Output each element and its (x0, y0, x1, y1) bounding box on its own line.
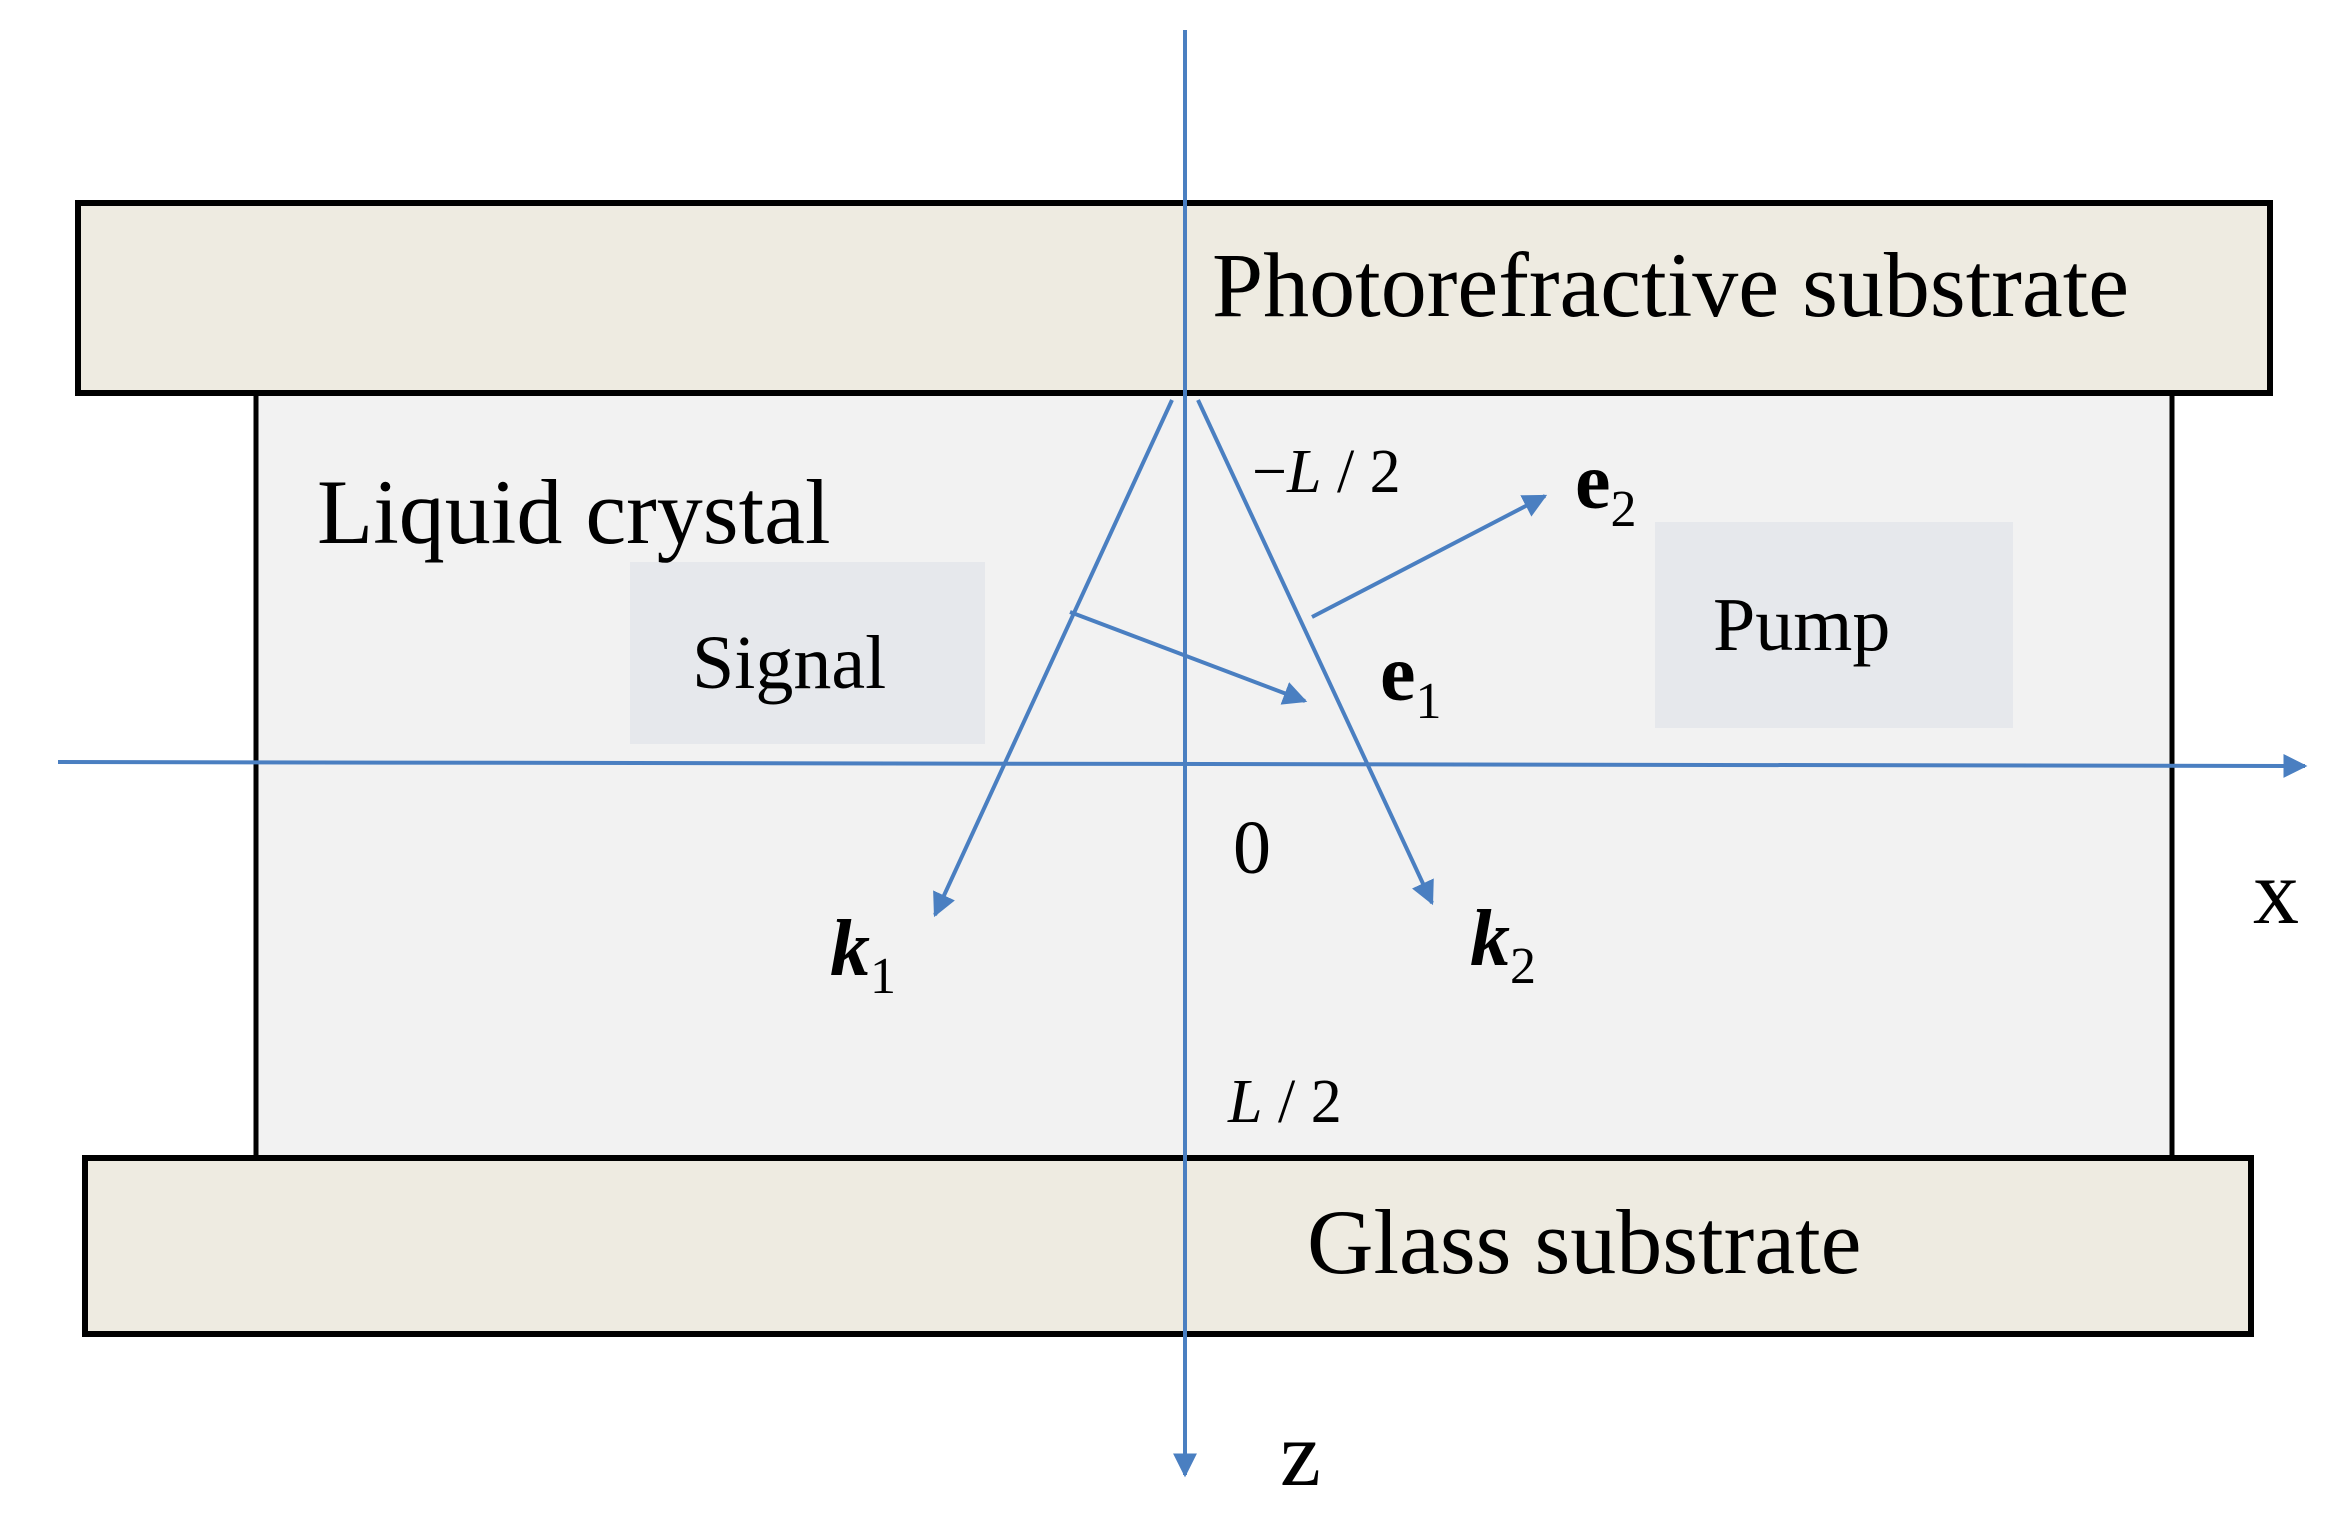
liquid-crystal-label: Liquid crystal (317, 461, 831, 563)
signal-label: Signal (692, 621, 886, 705)
x-axis-line (57, 753, 2308, 778)
k2-arrow (1196, 399, 1434, 906)
half-L-label: L / 2 (1227, 1068, 1342, 1136)
z-axis-label: z (1280, 1403, 1321, 1505)
k1-label: k1 (830, 905, 896, 1005)
e1-arrow (1069, 610, 1308, 705)
signal-box (630, 562, 985, 744)
photorefractive-substrate (75, 200, 2273, 396)
pump-box (1655, 522, 2013, 728)
k2-label: k2 (1470, 895, 1536, 995)
e2-arrow (1311, 494, 1548, 619)
origin-label: 0 (1233, 806, 1271, 890)
top-substrate-label: Photorefractive substrate (1212, 234, 2129, 336)
e2-label: e2 (1575, 438, 1637, 538)
k1-arrow (933, 399, 1174, 918)
x-axis-label: x (2253, 841, 2299, 943)
pump-label: Pump (1713, 583, 1890, 667)
bottom-substrate-label: Glass substrate (1307, 1191, 1861, 1293)
glass-substrate (82, 1155, 2254, 1337)
minus-half-L-label: −L / 2 (1252, 438, 1401, 506)
e1-label: e1 (1380, 630, 1442, 730)
liquid-crystal-layer (253, 385, 2175, 1161)
